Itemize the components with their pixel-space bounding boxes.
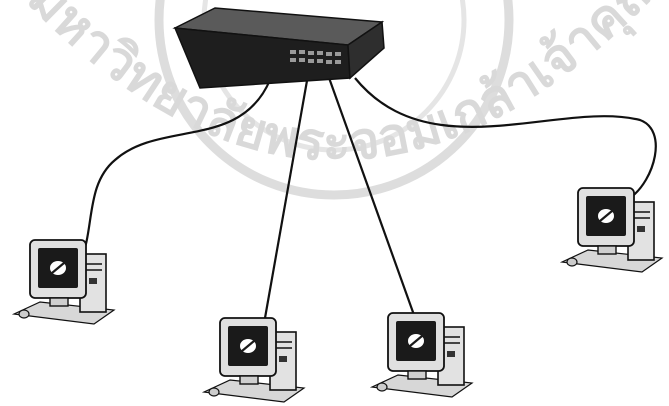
network-switch-icon bbox=[175, 8, 384, 88]
pc-bottom-center-right bbox=[372, 313, 472, 397]
pc-right bbox=[562, 188, 662, 272]
pc-bottom-center-left bbox=[204, 318, 304, 402]
pc-left bbox=[14, 240, 114, 324]
